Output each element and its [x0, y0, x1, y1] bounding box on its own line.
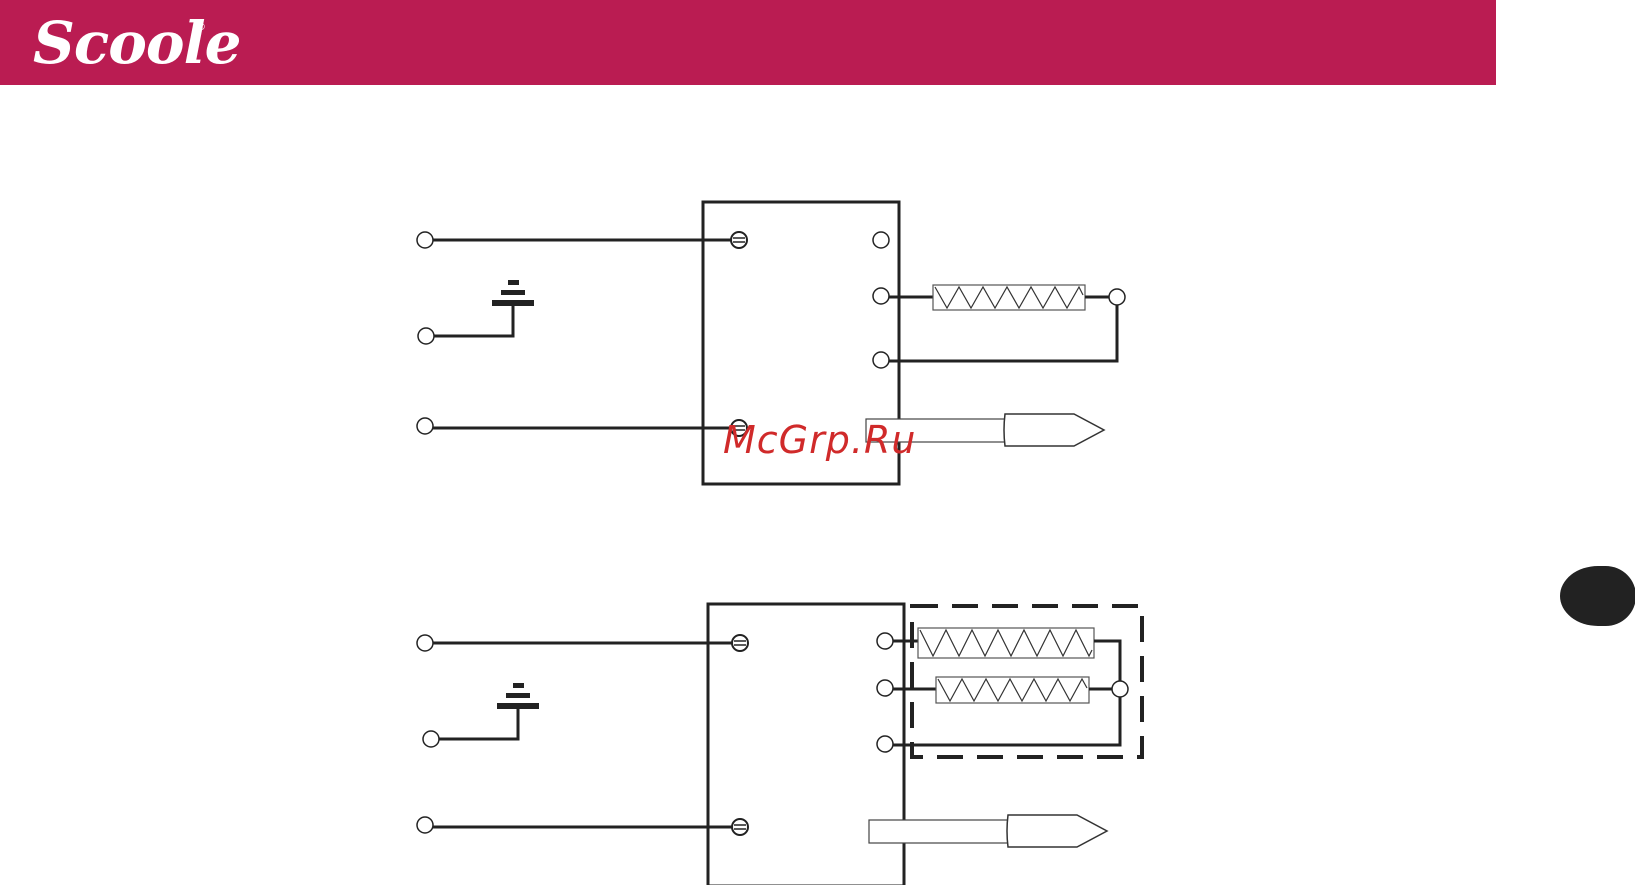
input-terminal-middle — [418, 328, 434, 344]
ground-icon-2 — [439, 683, 539, 739]
input-terminal-bottom — [417, 418, 433, 434]
heater-element-icon-b — [893, 677, 1128, 745]
output-terminal-1-2 — [877, 633, 893, 649]
screw-terminal-bottom-2 — [732, 819, 748, 835]
output-terminal-3 — [873, 352, 889, 368]
ground-icon — [434, 280, 534, 336]
heater-element-icon — [889, 285, 1125, 361]
output-terminal-3-2 — [877, 736, 893, 752]
output-terminal-1 — [873, 232, 889, 248]
input-terminal-top — [417, 232, 433, 248]
output-terminal-2 — [873, 288, 889, 304]
temperature-probe-icon-2 — [869, 815, 1107, 847]
page-tab-icon — [1560, 566, 1635, 626]
screw-terminal-top — [731, 232, 747, 248]
input-terminal-middle-2 — [423, 731, 439, 747]
output-terminal-2-2 — [877, 680, 893, 696]
input-terminal-bottom-2 — [417, 817, 433, 833]
input-terminal-top-2 — [417, 635, 433, 651]
watermark-text: McGrp.Ru — [723, 418, 916, 462]
screw-terminal-top-2 — [732, 635, 748, 651]
wiring-diagram-dual-heater — [417, 604, 1142, 885]
